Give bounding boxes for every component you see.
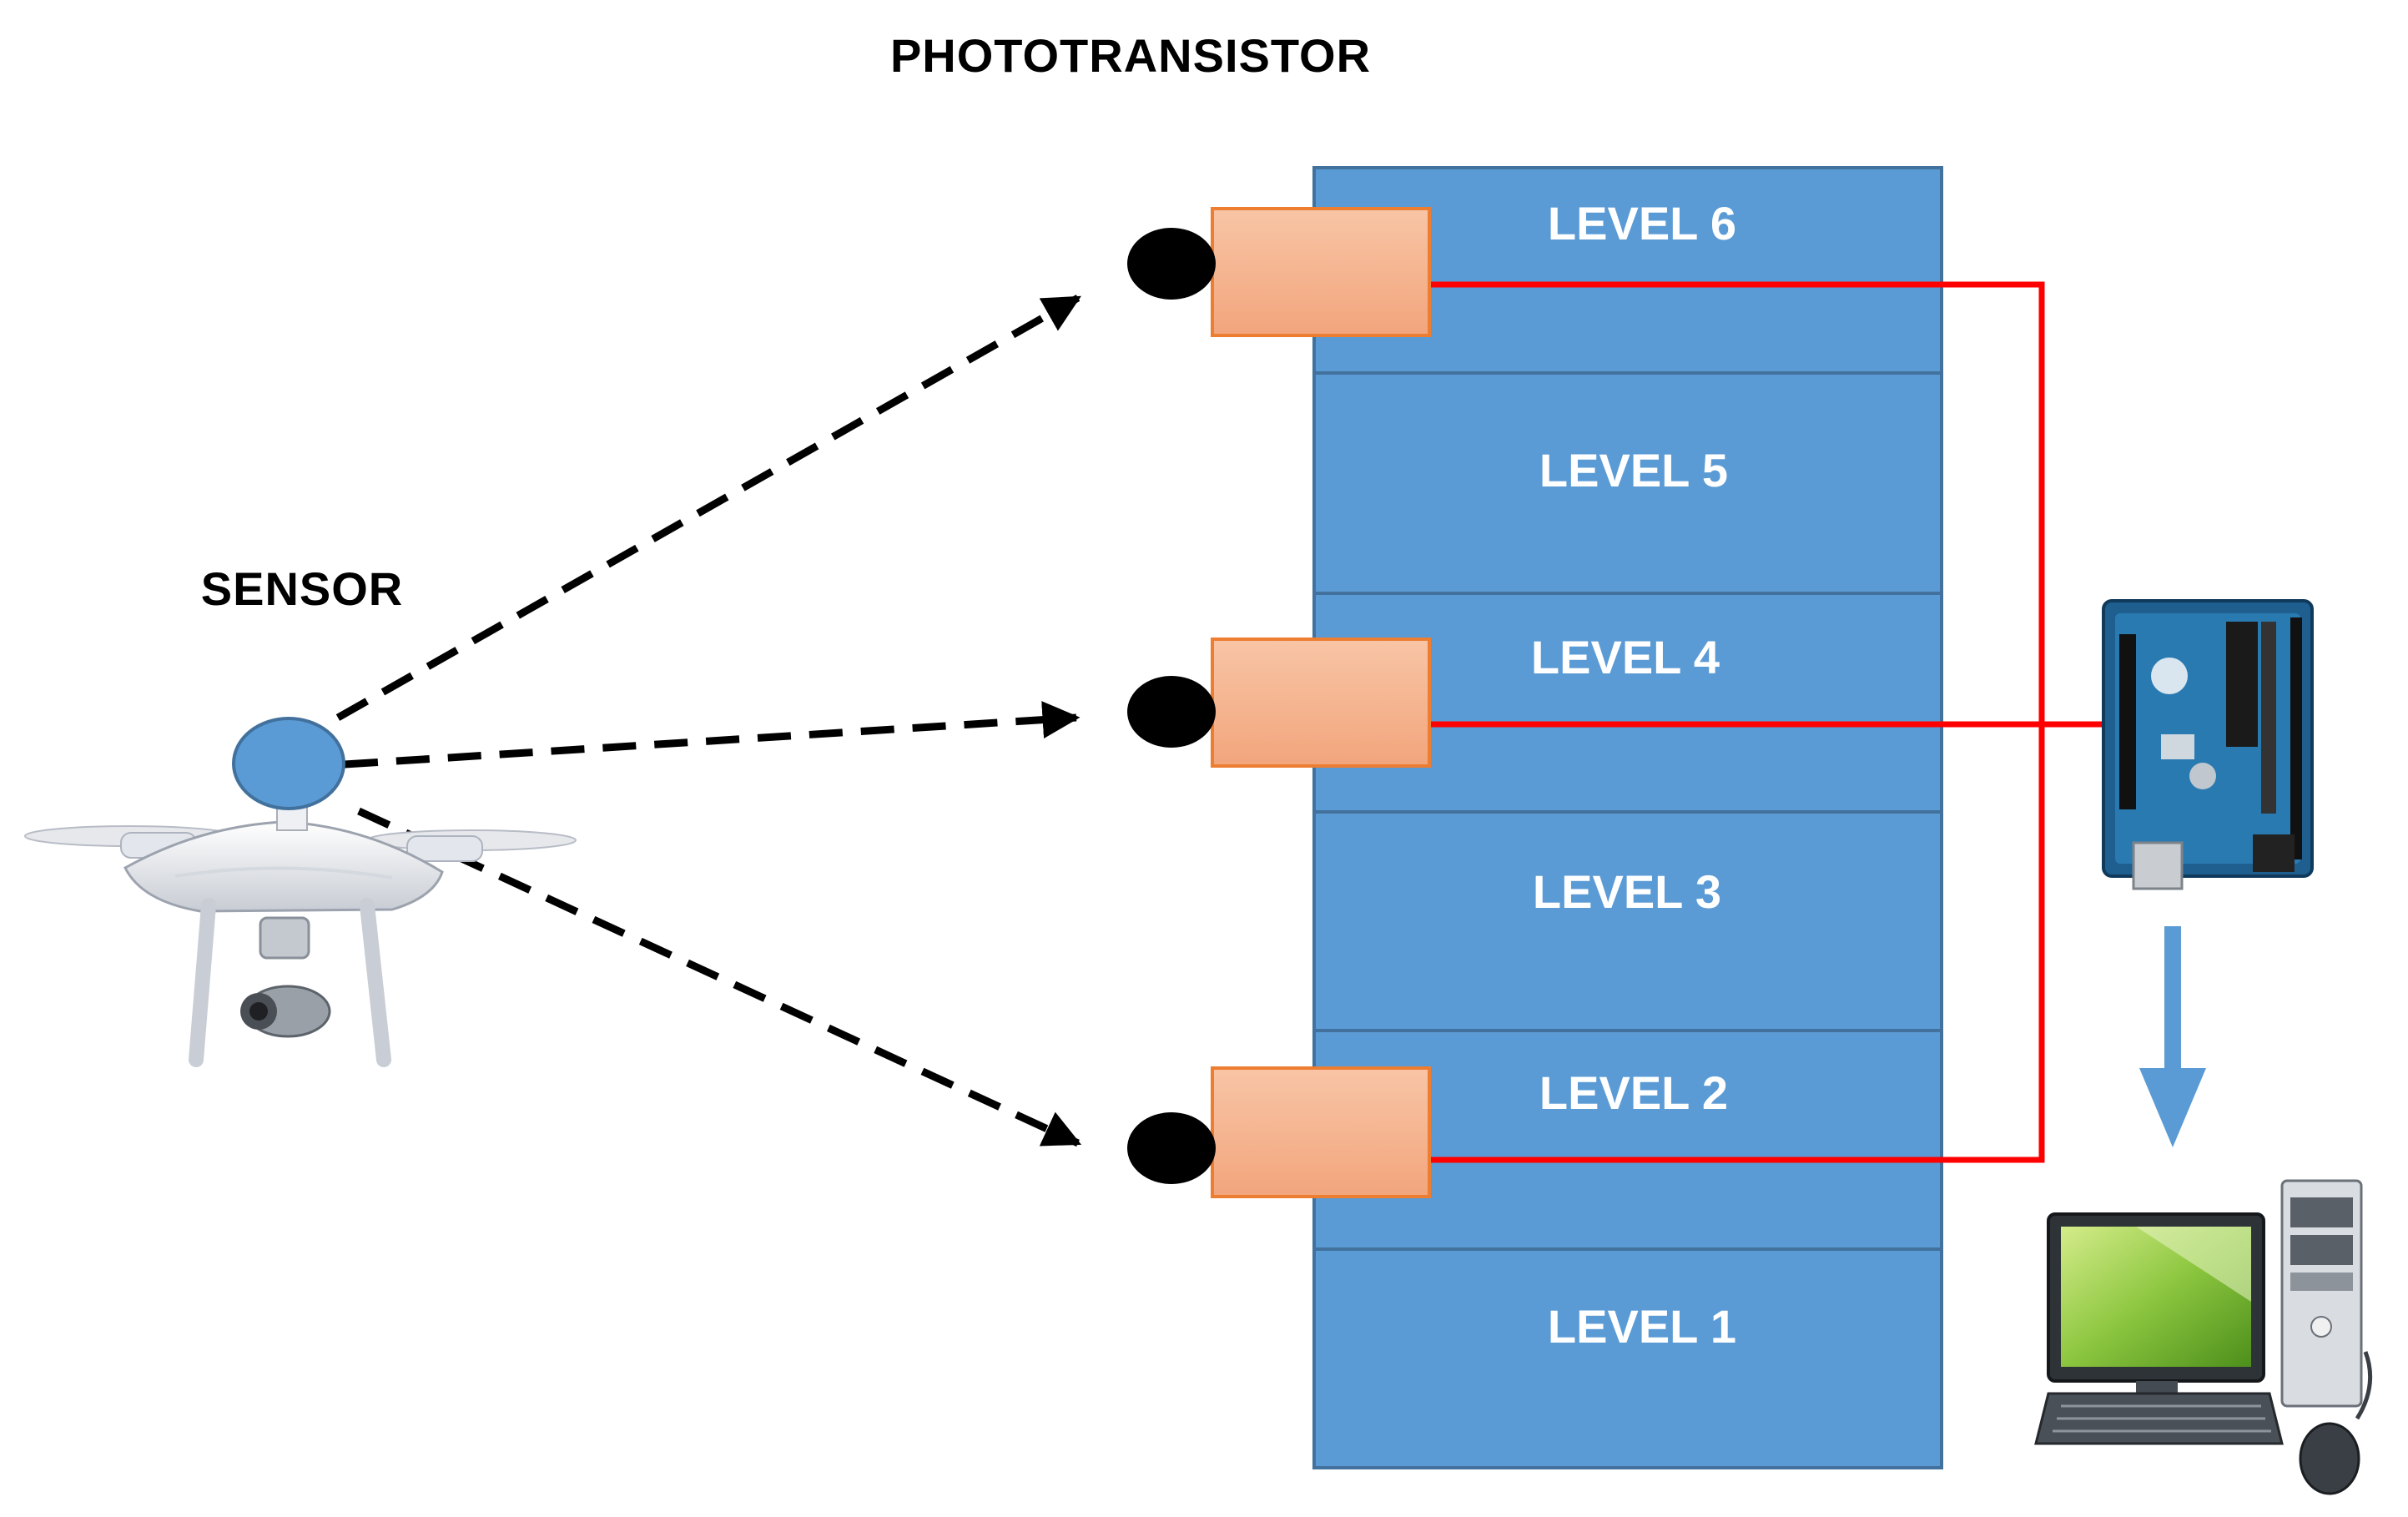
drone-icon [24,717,577,1067]
phototransistor-box-level-2 [1211,1066,1431,1198]
level-2-label: LEVEL 2 [1539,1066,1728,1119]
phototransistors [1127,207,1431,1198]
level-3-block [1312,810,1943,1032]
phototransistor-box-level-4 [1211,638,1431,768]
signal-wires [1427,281,2178,1163]
level-1-block [1312,1247,1943,1469]
phototransistor-box-level-6 [1211,207,1431,337]
beam-to-level-2 [357,807,1082,1147]
arduino-board-icon [2102,599,2314,890]
flow-arrow-icon [2139,926,2206,1147]
level-6-label: LEVEL 6 [1548,197,1736,249]
phototransistor-label: PHOTOTRANSISTOR [890,29,1371,82]
beam-to-level-4 [344,701,1081,769]
light-beams [335,295,1082,1147]
level-5-block [1312,371,1943,595]
phototransistor-dot-level-4 [1127,676,1216,748]
level-1-label: LEVEL 1 [1548,1300,1736,1353]
sensor-icon [232,717,345,810]
level-5-label: LEVEL 5 [1539,444,1728,496]
phototransistor-dot-level-6 [1127,228,1216,300]
building: LEVEL 6 LEVEL 5 LEVEL 4 LEVEL 3 LEVEL 2 … [1312,166,1943,1469]
beam-to-level-6 [335,295,1081,721]
desktop-computer-icon [2034,1179,2373,1495]
sensor-label: SENSOR [201,562,404,615]
level-3-label: LEVEL 3 [1533,865,1721,918]
phototransistor-dot-level-2 [1127,1112,1216,1184]
level-4-label: LEVEL 4 [1531,631,1720,683]
